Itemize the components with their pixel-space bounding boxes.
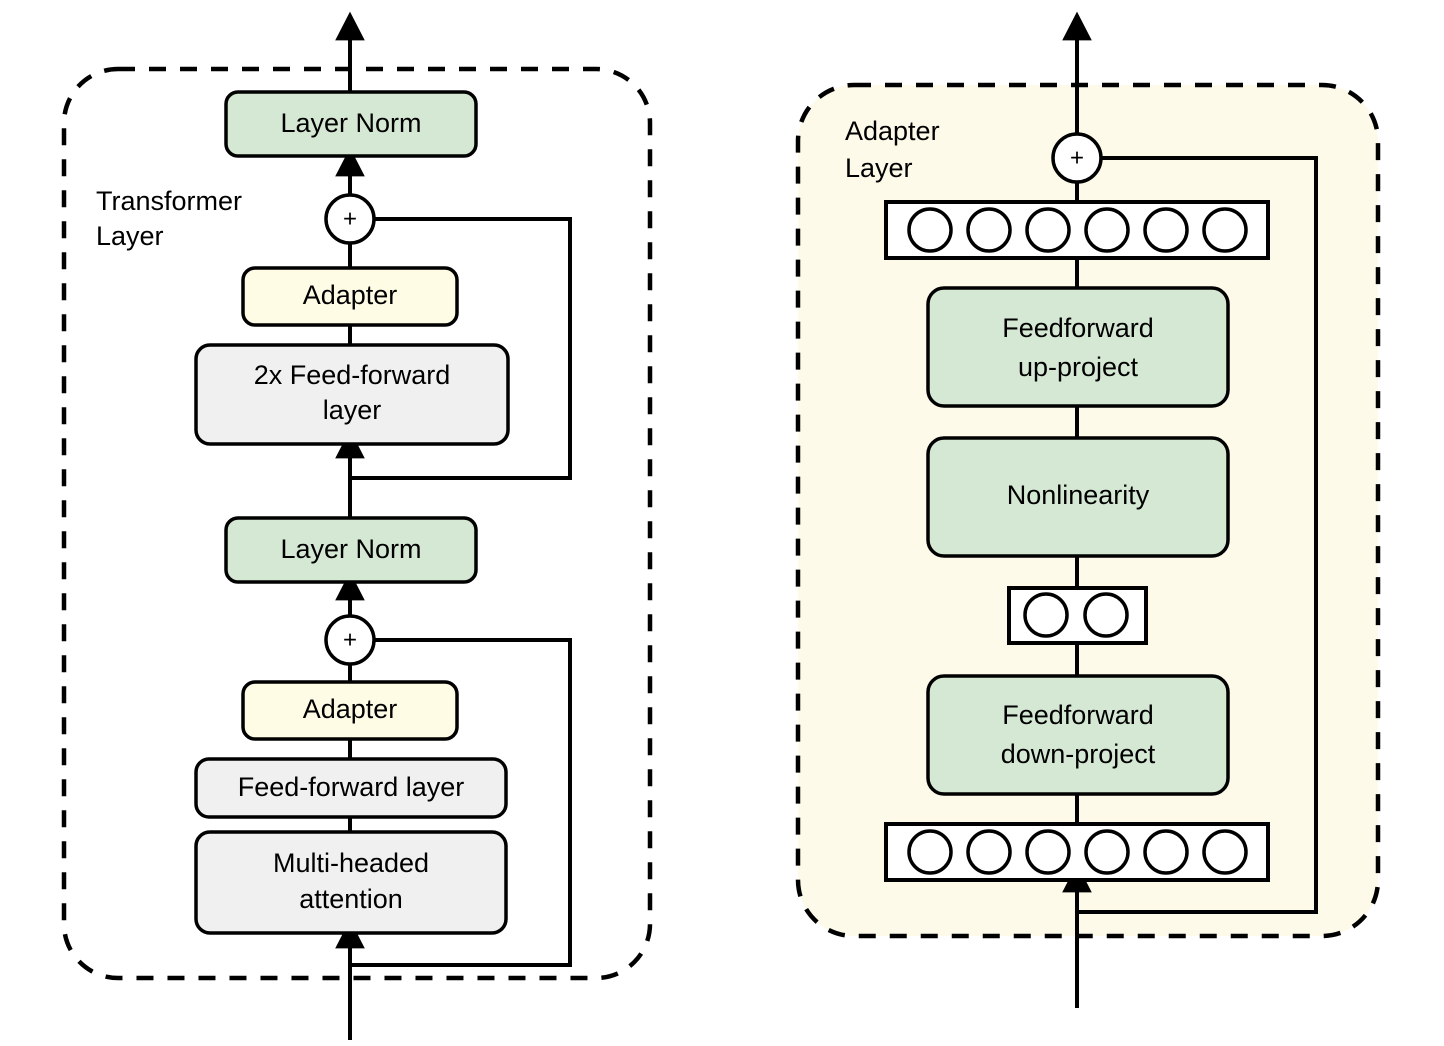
add-top-circle	[324, 193, 376, 245]
input-neuron-4	[1084, 829, 1130, 875]
node-add-top[interactable]: +	[324, 193, 376, 245]
output-neuron-6	[1202, 207, 1248, 253]
adapter-add-circle	[1051, 132, 1103, 184]
transformer-layer-label-line2: Layer	[96, 221, 164, 251]
feed-forward-2x-label-line1: 2x Feed-forward	[254, 360, 451, 390]
node-output-neurons[interactable]	[884, 200, 1270, 260]
output-neuron-2	[966, 207, 1012, 253]
node-layer-norm-top[interactable]: Layer Norm	[224, 90, 478, 158]
multi-headed-attention-label-line1: Multi-headed	[273, 848, 429, 878]
nonlinearity-label: Nonlinearity	[1007, 480, 1150, 510]
adapter-top-label: Adapter	[303, 280, 398, 310]
node-adapter-add[interactable]: +	[1051, 132, 1103, 184]
add-bottom-label: +	[343, 626, 357, 653]
adapter-top-rect	[241, 266, 459, 327]
node-adapter-top[interactable]: Adapter	[241, 266, 459, 327]
transformer-layer-dashed-border	[61, 66, 653, 981]
wire-adapter-residual	[1077, 156, 1318, 914]
feedforward-up-project-rect	[926, 286, 1230, 408]
feed-forward-layer-rect	[194, 757, 508, 819]
feedforward-down-project-label-line1: Feedforward	[1002, 700, 1154, 730]
adapter-layer-label-line2: Layer	[845, 153, 913, 183]
feedforward-up-project-label-line2: up-project	[1018, 352, 1139, 382]
output-neuron-3	[1025, 207, 1071, 253]
feedforward-up-project-label-line1: Feedforward	[1002, 313, 1154, 343]
adapter-add-label: +	[1070, 144, 1084, 171]
multi-headed-attention-label-line2: attention	[299, 884, 403, 914]
bottleneck-neuron-1	[1023, 592, 1069, 638]
adapter-bottom-rect	[241, 680, 459, 741]
layer-norm-bottom-rect	[224, 516, 478, 584]
node-bottleneck-neurons[interactable]	[1007, 586, 1148, 645]
transformer-layer-label-line1: Transformer	[96, 186, 242, 216]
feed-forward-2x-label-line2: layer	[323, 395, 382, 425]
feedforward-down-project-rect	[926, 674, 1230, 796]
output-neuron-4	[1084, 207, 1130, 253]
node-multi-headed-attention[interactable]: Multi-headed attention	[194, 830, 508, 935]
transformer-layer-panel: Transformer Layer Layer Norm	[61, 11, 653, 1040]
input-neuron-1	[907, 829, 953, 875]
feed-forward-layer-label: Feed-forward layer	[238, 772, 465, 802]
node-feedforward-down-project[interactable]: Feedforward down-project	[926, 674, 1230, 796]
wire-residual-top	[350, 217, 572, 480]
bottleneck-neuron-2	[1083, 592, 1129, 638]
node-adapter-bottom[interactable]: Adapter	[241, 680, 459, 741]
wire-residual-bottom	[350, 638, 572, 967]
output-neuron-5	[1143, 207, 1189, 253]
node-feed-forward-2x[interactable]: 2x Feed-forward layer	[194, 343, 510, 446]
layer-norm-top-label: Layer Norm	[280, 108, 421, 138]
input-neuron-5	[1143, 829, 1189, 875]
adapter-bottom-label: Adapter	[303, 694, 398, 724]
adapter-layer-panel: Adapter Layer +	[795, 11, 1381, 1008]
input-neuron-3	[1025, 829, 1071, 875]
node-layer-norm-bottom[interactable]: Layer Norm	[224, 516, 478, 584]
multi-headed-attention-rect	[194, 830, 508, 935]
feedforward-down-project-label-line2: down-project	[1001, 739, 1156, 769]
input-neuron-6	[1202, 829, 1248, 875]
output-neuron-1	[907, 207, 953, 253]
node-input-neurons[interactable]	[884, 822, 1270, 882]
node-add-bottom[interactable]: +	[324, 614, 376, 666]
layer-norm-bottom-label: Layer Norm	[280, 534, 421, 564]
input-neuron-2	[966, 829, 1012, 875]
nonlinearity-rect	[926, 436, 1230, 558]
node-feedforward-up-project[interactable]: Feedforward up-project	[926, 286, 1230, 408]
adapter-layer-label-line1: Adapter	[845, 116, 940, 146]
layer-norm-top-rect	[224, 90, 478, 158]
node-feed-forward-layer[interactable]: Feed-forward layer	[194, 757, 508, 819]
add-top-label: +	[343, 205, 357, 232]
node-nonlinearity[interactable]: Nonlinearity	[926, 436, 1230, 558]
add-bottom-circle	[324, 614, 376, 666]
feed-forward-2x-rect	[194, 343, 510, 446]
